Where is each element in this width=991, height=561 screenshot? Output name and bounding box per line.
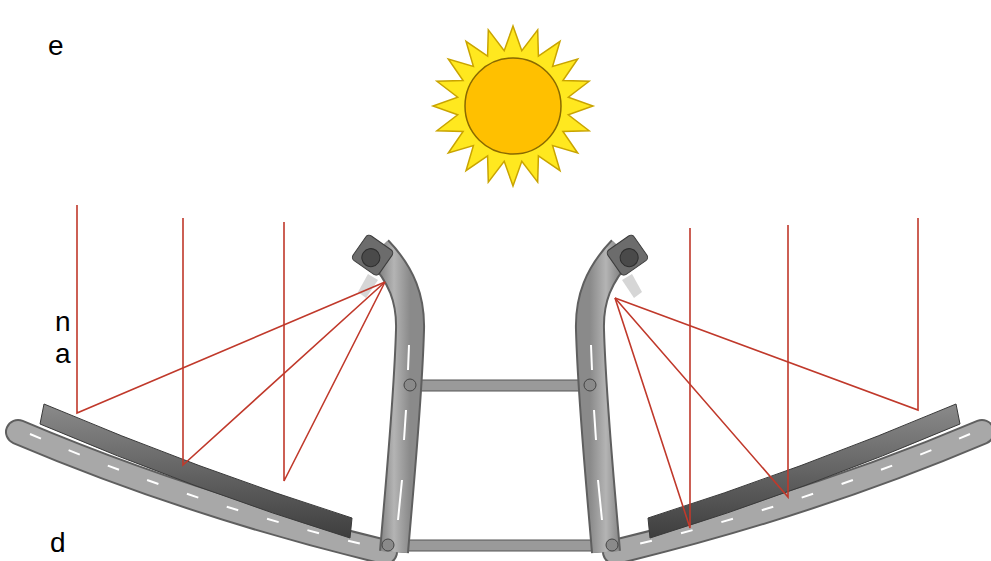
sun xyxy=(433,26,593,186)
edge-fragment-letter: e xyxy=(48,30,64,62)
edge-fragment-letter: d xyxy=(50,527,66,559)
sun-rays xyxy=(77,205,918,528)
edge-fragment-letter: n xyxy=(55,306,71,338)
right-trough xyxy=(584,234,982,552)
edge-fragment-letter: a xyxy=(55,338,71,370)
